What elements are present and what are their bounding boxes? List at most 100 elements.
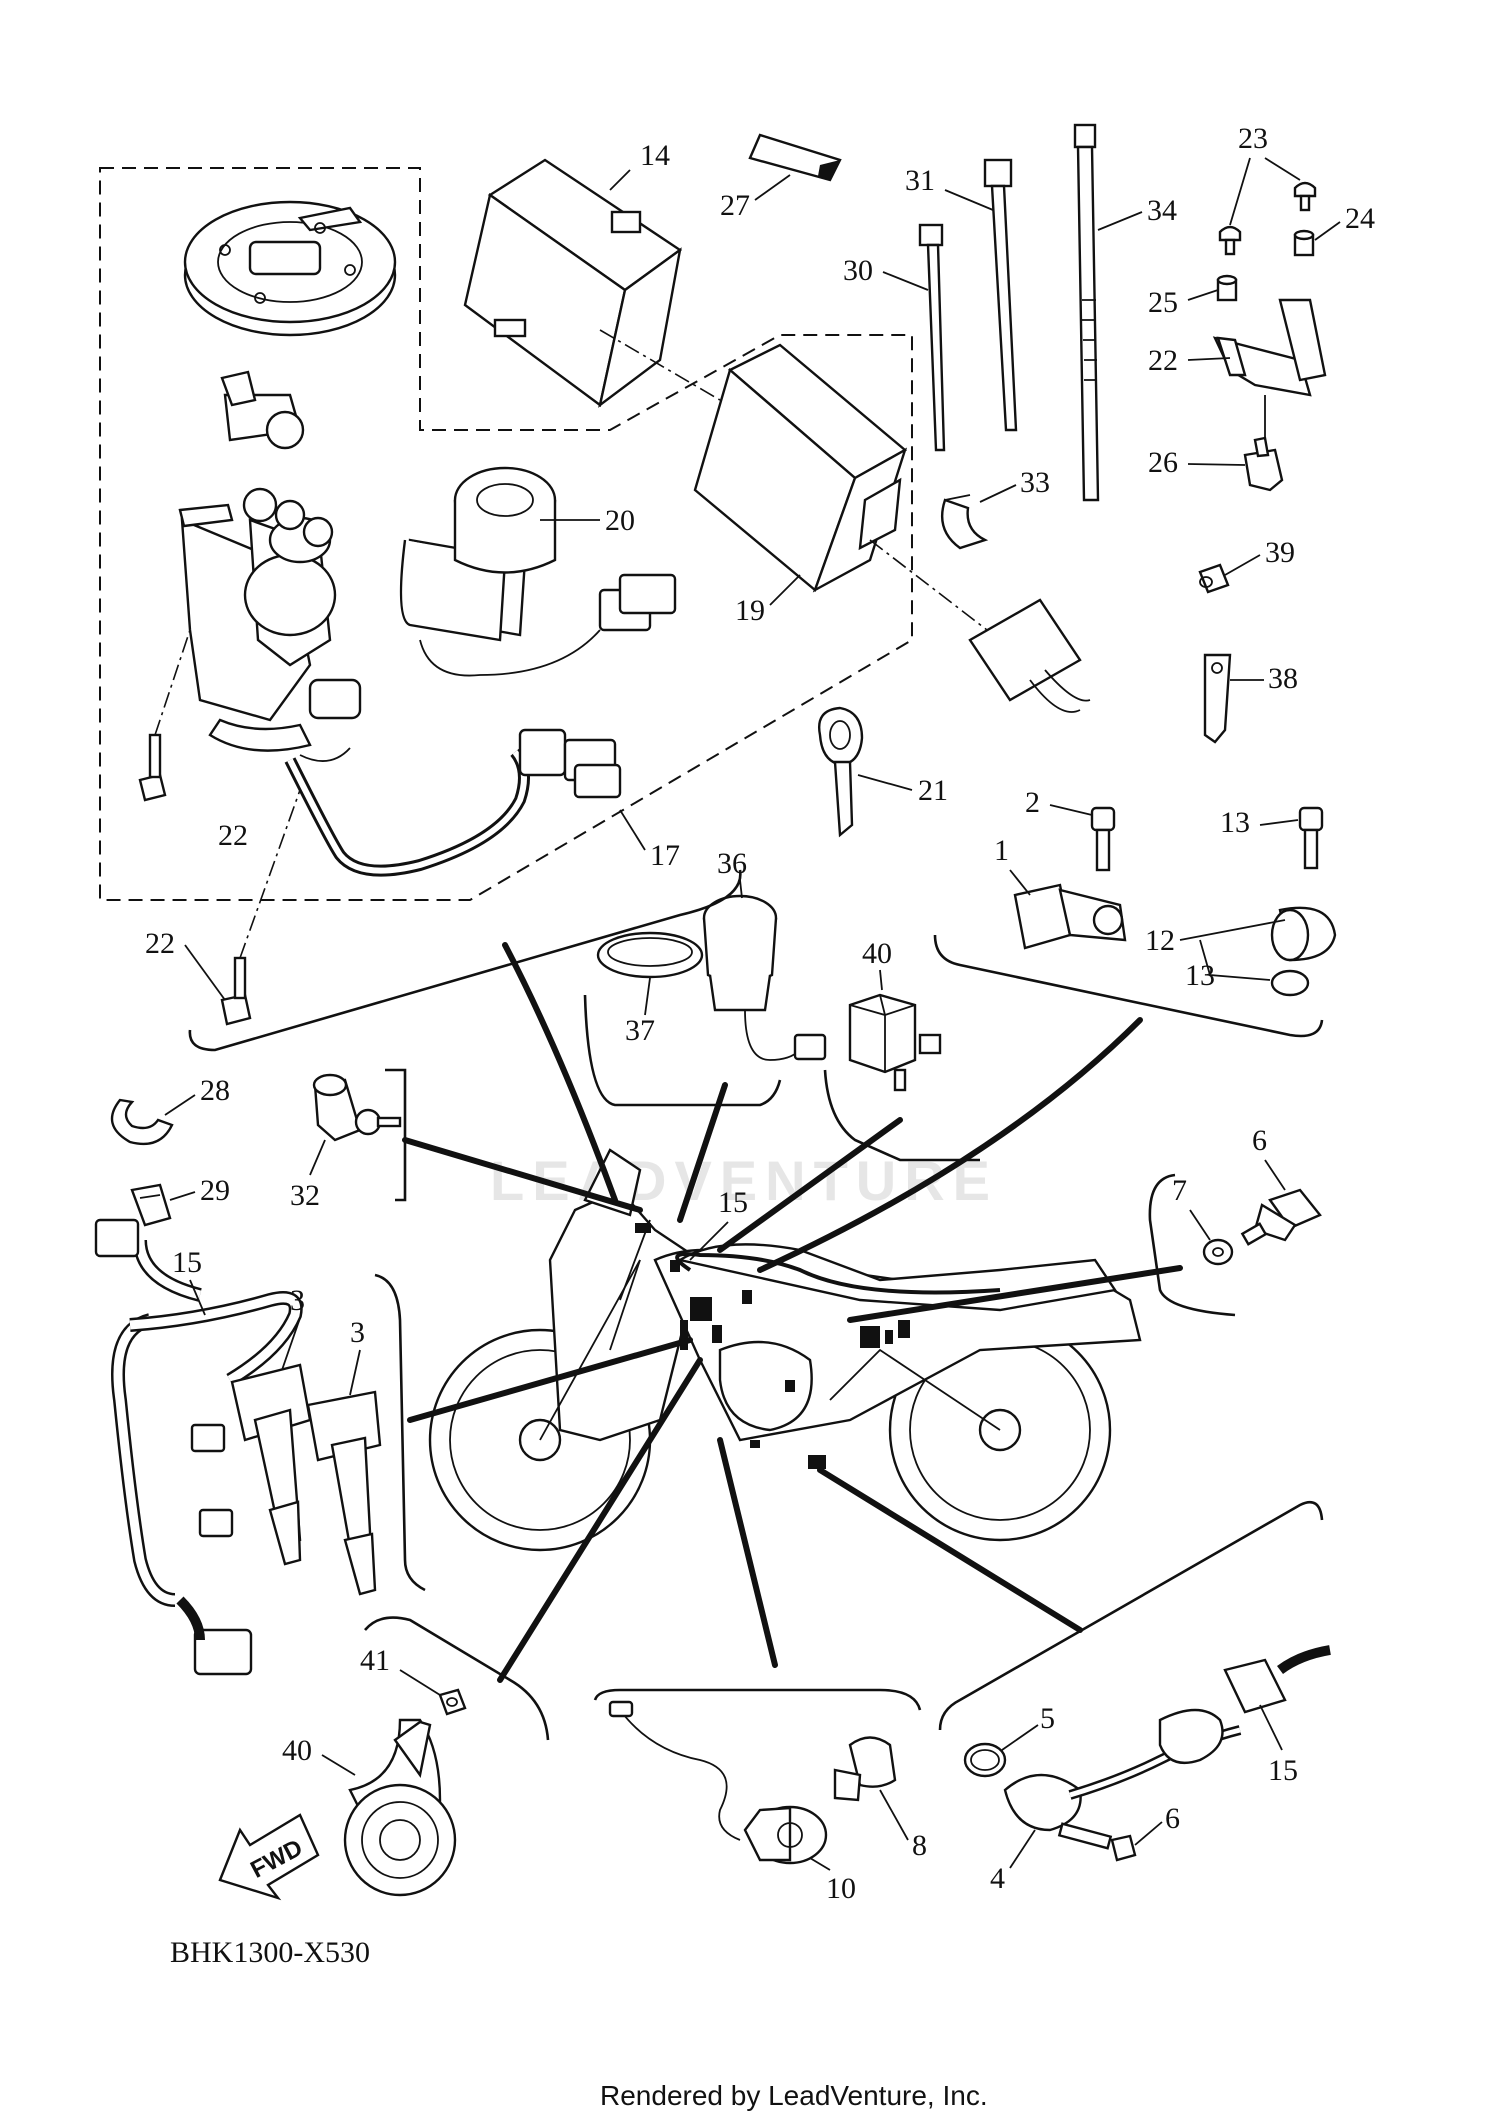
callout-28: 28 bbox=[200, 1074, 230, 1107]
fuel-cap[interactable] bbox=[183, 200, 397, 337]
ignition-coil-3b[interactable] bbox=[306, 1390, 382, 1596]
nut-41[interactable] bbox=[438, 1688, 467, 1716]
callout-27: 27 bbox=[720, 189, 750, 222]
cap-36[interactable] bbox=[596, 931, 704, 979]
washer-8[interactable] bbox=[1202, 1238, 1234, 1266]
key-with-fob[interactable] bbox=[178, 487, 334, 548]
group-bracket-left bbox=[188, 869, 742, 1052]
callout-20: 21 bbox=[918, 774, 948, 807]
diagram-code: BHK1300-X530 bbox=[170, 1936, 370, 1969]
callout-40: 40 bbox=[282, 1734, 312, 1767]
bolt-19[interactable] bbox=[138, 733, 167, 802]
callout-22: 22 bbox=[1148, 344, 1178, 377]
screw-23b[interactable] bbox=[1293, 181, 1317, 212]
sensor-4[interactable] bbox=[1003, 1708, 1242, 1832]
tape-27[interactable] bbox=[748, 133, 842, 182]
callout-13: 13 bbox=[1220, 806, 1250, 839]
seat-lock[interactable] bbox=[220, 370, 305, 450]
bolt-13[interactable] bbox=[1298, 806, 1324, 870]
relay-39[interactable] bbox=[848, 993, 942, 1092]
immobilizer-unit[interactable] bbox=[399, 466, 677, 677]
callout-12: 13 bbox=[1185, 959, 1215, 992]
kit-outline bbox=[99, 167, 913, 901]
callout-19: 22 bbox=[218, 819, 248, 852]
collar-24[interactable] bbox=[1293, 229, 1315, 257]
callout-26: 26 bbox=[1148, 446, 1178, 479]
screw-23a[interactable] bbox=[1218, 225, 1242, 256]
callout-23: 23 bbox=[1238, 122, 1268, 155]
callout-7: 6 bbox=[1252, 1124, 1267, 1157]
callout-11: 12 bbox=[1145, 924, 1175, 957]
bracket-22[interactable] bbox=[1212, 298, 1327, 397]
clamp-33[interactable] bbox=[940, 494, 989, 550]
callout-21: 22 bbox=[145, 927, 175, 960]
clip-29[interactable] bbox=[130, 1183, 172, 1227]
motorcycle-overview bbox=[428, 1148, 1142, 1552]
o-ring-12[interactable] bbox=[1270, 969, 1310, 997]
ecu-17[interactable] bbox=[693, 343, 908, 593]
clip-28[interactable] bbox=[110, 1098, 174, 1146]
callout-41: 41 bbox=[360, 1644, 390, 1677]
callout-18: 20 bbox=[605, 504, 635, 537]
sensor-10[interactable] bbox=[608, 1700, 828, 1865]
callout-24: 24 bbox=[1345, 202, 1375, 235]
callout-1: 1 bbox=[994, 834, 1009, 867]
key-20[interactable] bbox=[818, 706, 864, 838]
callout-8: 7 bbox=[1172, 1174, 1187, 1207]
socket-35[interactable] bbox=[702, 894, 827, 1061]
switch-9[interactable] bbox=[833, 1736, 897, 1802]
sensor-7[interactable] bbox=[1240, 1188, 1322, 1246]
sub-harness-15-left bbox=[94, 1218, 303, 1676]
callout-4: 4 bbox=[990, 1862, 1005, 1895]
callout-25: 25 bbox=[1148, 286, 1178, 319]
callout-3a: 3 bbox=[290, 1284, 305, 1317]
callout-31: 31 bbox=[905, 164, 935, 197]
o-ring-5[interactable] bbox=[963, 1742, 1007, 1778]
ecu-connector bbox=[968, 598, 1091, 713]
callout-2: 2 bbox=[1025, 786, 1040, 819]
collar-25[interactable] bbox=[1216, 274, 1238, 302]
callout-3b: 3 bbox=[350, 1316, 365, 1349]
callout-9: 8 bbox=[912, 1829, 927, 1862]
callout-39: 40 bbox=[862, 937, 892, 970]
group-bracket-sensors bbox=[933, 934, 1324, 1038]
nut-38[interactable] bbox=[1198, 563, 1230, 594]
main-switch[interactable] bbox=[180, 516, 362, 762]
connector-15-bottom bbox=[1223, 1645, 1331, 1714]
bolt-2[interactable] bbox=[1090, 806, 1116, 872]
callout-10: 10 bbox=[826, 1872, 856, 1905]
ignition-coil-3a[interactable] bbox=[230, 1363, 312, 1566]
callout-16: 17 bbox=[650, 839, 680, 872]
group-bracket-socket bbox=[583, 994, 782, 1107]
cable-tie-30[interactable] bbox=[918, 223, 946, 452]
callout-17: 19 bbox=[735, 594, 765, 627]
callout-29: 29 bbox=[200, 1174, 230, 1207]
cable-tie-31[interactable] bbox=[983, 158, 1018, 432]
footer-credit: Rendered by LeadVenture, Inc. bbox=[600, 2080, 988, 2111]
sensor-32[interactable] bbox=[312, 1073, 402, 1142]
callout-35: 36 bbox=[717, 847, 747, 880]
bolt-6[interactable] bbox=[1057, 1822, 1137, 1862]
grommet-26[interactable] bbox=[1243, 436, 1284, 492]
callout-37: 38 bbox=[1268, 662, 1298, 695]
callout-32: 32 bbox=[290, 1179, 320, 1212]
ecu-14[interactable] bbox=[463, 158, 683, 408]
callout-6: 6 bbox=[1165, 1802, 1180, 1835]
callout-36: 37 bbox=[625, 1014, 655, 1047]
callout-33: 33 bbox=[1020, 466, 1050, 499]
horn-40[interactable] bbox=[343, 1718, 457, 1897]
bracket-37[interactable] bbox=[1203, 653, 1232, 744]
callout-30: 30 bbox=[843, 254, 873, 287]
group-bracket-relay bbox=[823, 1069, 980, 1162]
callout-38: 39 bbox=[1265, 536, 1295, 569]
sensor-1[interactable] bbox=[1013, 883, 1127, 950]
sensor-11[interactable] bbox=[1270, 906, 1337, 962]
callout-14: 14 bbox=[640, 139, 670, 172]
cable-tie-34[interactable] bbox=[1073, 123, 1100, 502]
fwd-arrow: FWD bbox=[218, 1813, 320, 1901]
callout-15-right: 15 bbox=[1268, 1754, 1298, 1787]
callout-15-left: 15 bbox=[172, 1246, 202, 1279]
bolt-21[interactable] bbox=[220, 956, 252, 1026]
callout-34: 34 bbox=[1147, 194, 1177, 227]
